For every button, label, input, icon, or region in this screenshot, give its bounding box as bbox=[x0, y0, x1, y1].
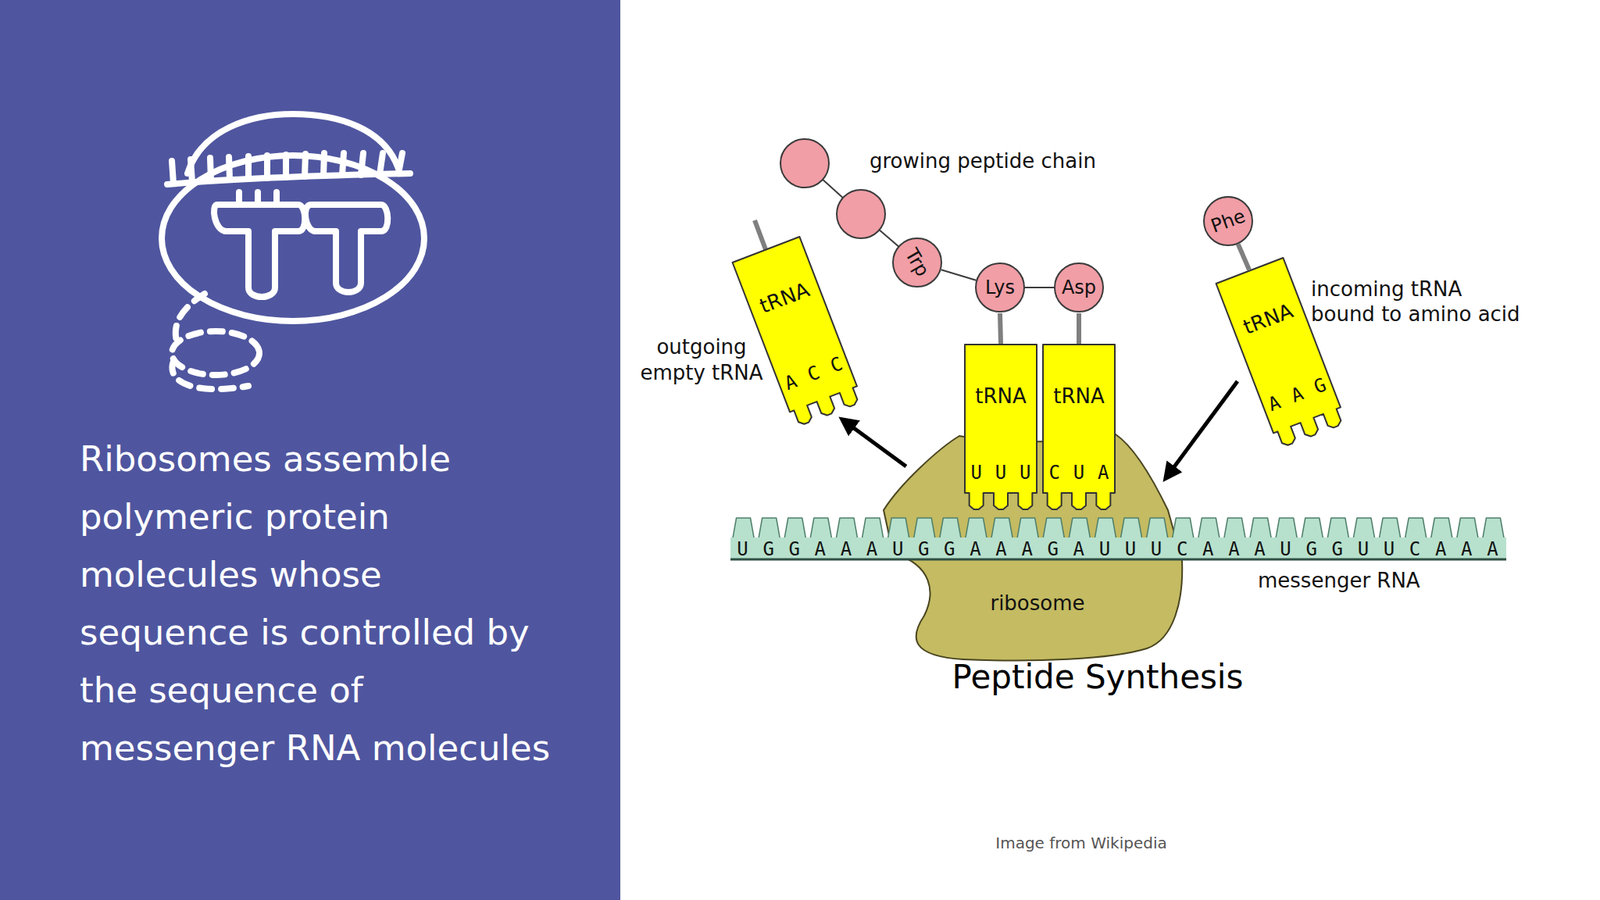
mrna-tooth bbox=[758, 517, 781, 540]
trna-body bbox=[732, 236, 864, 428]
ribosome-icon bbox=[0, 0, 621, 469]
peptide-bond bbox=[1025, 286, 1054, 289]
mrna-tooth bbox=[1197, 517, 1220, 540]
trna-body bbox=[1042, 344, 1115, 510]
mrna-tooth bbox=[1482, 517, 1504, 540]
amino-acid-circle: Asp bbox=[1053, 261, 1105, 314]
mrna-tooth bbox=[1353, 517, 1375, 540]
mrna-tooth bbox=[1094, 517, 1117, 540]
mrna-tooth bbox=[1250, 517, 1272, 540]
mrna-tooth bbox=[1120, 517, 1143, 540]
callout-label: messenger RNA bbox=[1257, 567, 1493, 593]
amino-acid-circle: Lys bbox=[974, 261, 1026, 314]
trna-shape: tRNA C U A bbox=[1042, 343, 1116, 511]
amino-acid-circle: Trp bbox=[891, 236, 943, 289]
trna-shape: tRNAA C C bbox=[731, 235, 864, 429]
node-label: Trp bbox=[882, 227, 953, 298]
mrna-tooth bbox=[1456, 517, 1479, 540]
slide-text: Ribosomes assemble polymeric protein mol… bbox=[79, 430, 557, 778]
callout-label: growing peptide chain bbox=[869, 148, 1151, 174]
node-label: Phe bbox=[1195, 188, 1262, 255]
icon-peptide-tail bbox=[171, 293, 260, 390]
mrna-tooth bbox=[939, 517, 961, 540]
trna-shape: tRNA U U U bbox=[964, 343, 1038, 511]
icon-mrna-teeth bbox=[171, 153, 403, 184]
mrna-tooth bbox=[861, 517, 884, 540]
mrna-tooth bbox=[1275, 517, 1298, 540]
mrna-tooth bbox=[1404, 517, 1427, 540]
sequence-text: U G G A A A U G G A A A G A U U U C A A … bbox=[730, 537, 1507, 561]
icon-trna-pins bbox=[239, 192, 277, 205]
diagram-title: Peptide Synthesis bbox=[863, 657, 1333, 698]
mrna-tooth bbox=[1301, 517, 1324, 540]
icon-trna bbox=[214, 204, 305, 297]
trna-body bbox=[964, 344, 1037, 510]
node-label: tRNA bbox=[1042, 384, 1116, 408]
node-label: tRNA bbox=[964, 384, 1038, 408]
trna-outline bbox=[1042, 343, 1116, 511]
mrna-tooth bbox=[1430, 517, 1453, 540]
icon-tail-path bbox=[171, 360, 249, 390]
mrna-tooth bbox=[1223, 517, 1246, 540]
amino-acid-circle: Phe bbox=[1202, 195, 1254, 247]
mrna-tooth bbox=[887, 517, 910, 540]
trna-stem bbox=[1000, 313, 1001, 344]
peptide-bond bbox=[941, 269, 977, 281]
callout-label: outgoing empty tRNA bbox=[635, 334, 768, 386]
mrna-tooth bbox=[913, 517, 936, 540]
mrna-strand: U G G A A A U G G A A A G A U U U C A A … bbox=[730, 515, 1507, 561]
icon-trna bbox=[305, 204, 388, 293]
mrna-tooth bbox=[1042, 517, 1065, 540]
mrna-tooth bbox=[1171, 517, 1194, 540]
mrna-tooth bbox=[784, 517, 807, 540]
icon-small-subunit bbox=[187, 114, 399, 174]
node-label: ribosome bbox=[959, 590, 1116, 616]
image-credit: Image from Wikipedia bbox=[925, 832, 1238, 854]
icon-strokes bbox=[161, 114, 425, 322]
trna-stem bbox=[1238, 243, 1250, 270]
mrna-tooth bbox=[835, 517, 858, 540]
amino-acid-circle bbox=[780, 139, 829, 188]
mrna-tooth bbox=[1327, 517, 1350, 540]
mrna-tooth bbox=[732, 517, 755, 540]
trna-outline bbox=[731, 235, 864, 429]
mrna-tooth bbox=[1068, 517, 1091, 540]
motion-arrow bbox=[1166, 381, 1238, 478]
mrna-tooth bbox=[991, 517, 1014, 540]
mrna-tooth bbox=[810, 517, 833, 540]
mrna-tooth bbox=[1378, 517, 1401, 540]
amino-acid-circle bbox=[836, 189, 886, 239]
icon-tail-loop bbox=[171, 331, 260, 375]
motion-arrow bbox=[842, 420, 906, 467]
callout-label: incoming tRNA bound to amino acid bbox=[1310, 276, 1526, 327]
mrna-tooth bbox=[1146, 517, 1168, 540]
node-label: Lys bbox=[974, 261, 1026, 314]
mrna-tooth bbox=[1017, 517, 1040, 540]
trna-outline bbox=[964, 343, 1038, 511]
anticodon-text: U U U bbox=[964, 460, 1038, 485]
anticodon-text: C U A bbox=[1042, 460, 1116, 485]
mrna-tooth bbox=[964, 517, 987, 540]
node-label: Asp bbox=[1053, 261, 1105, 314]
trna-stem bbox=[1076, 313, 1082, 344]
